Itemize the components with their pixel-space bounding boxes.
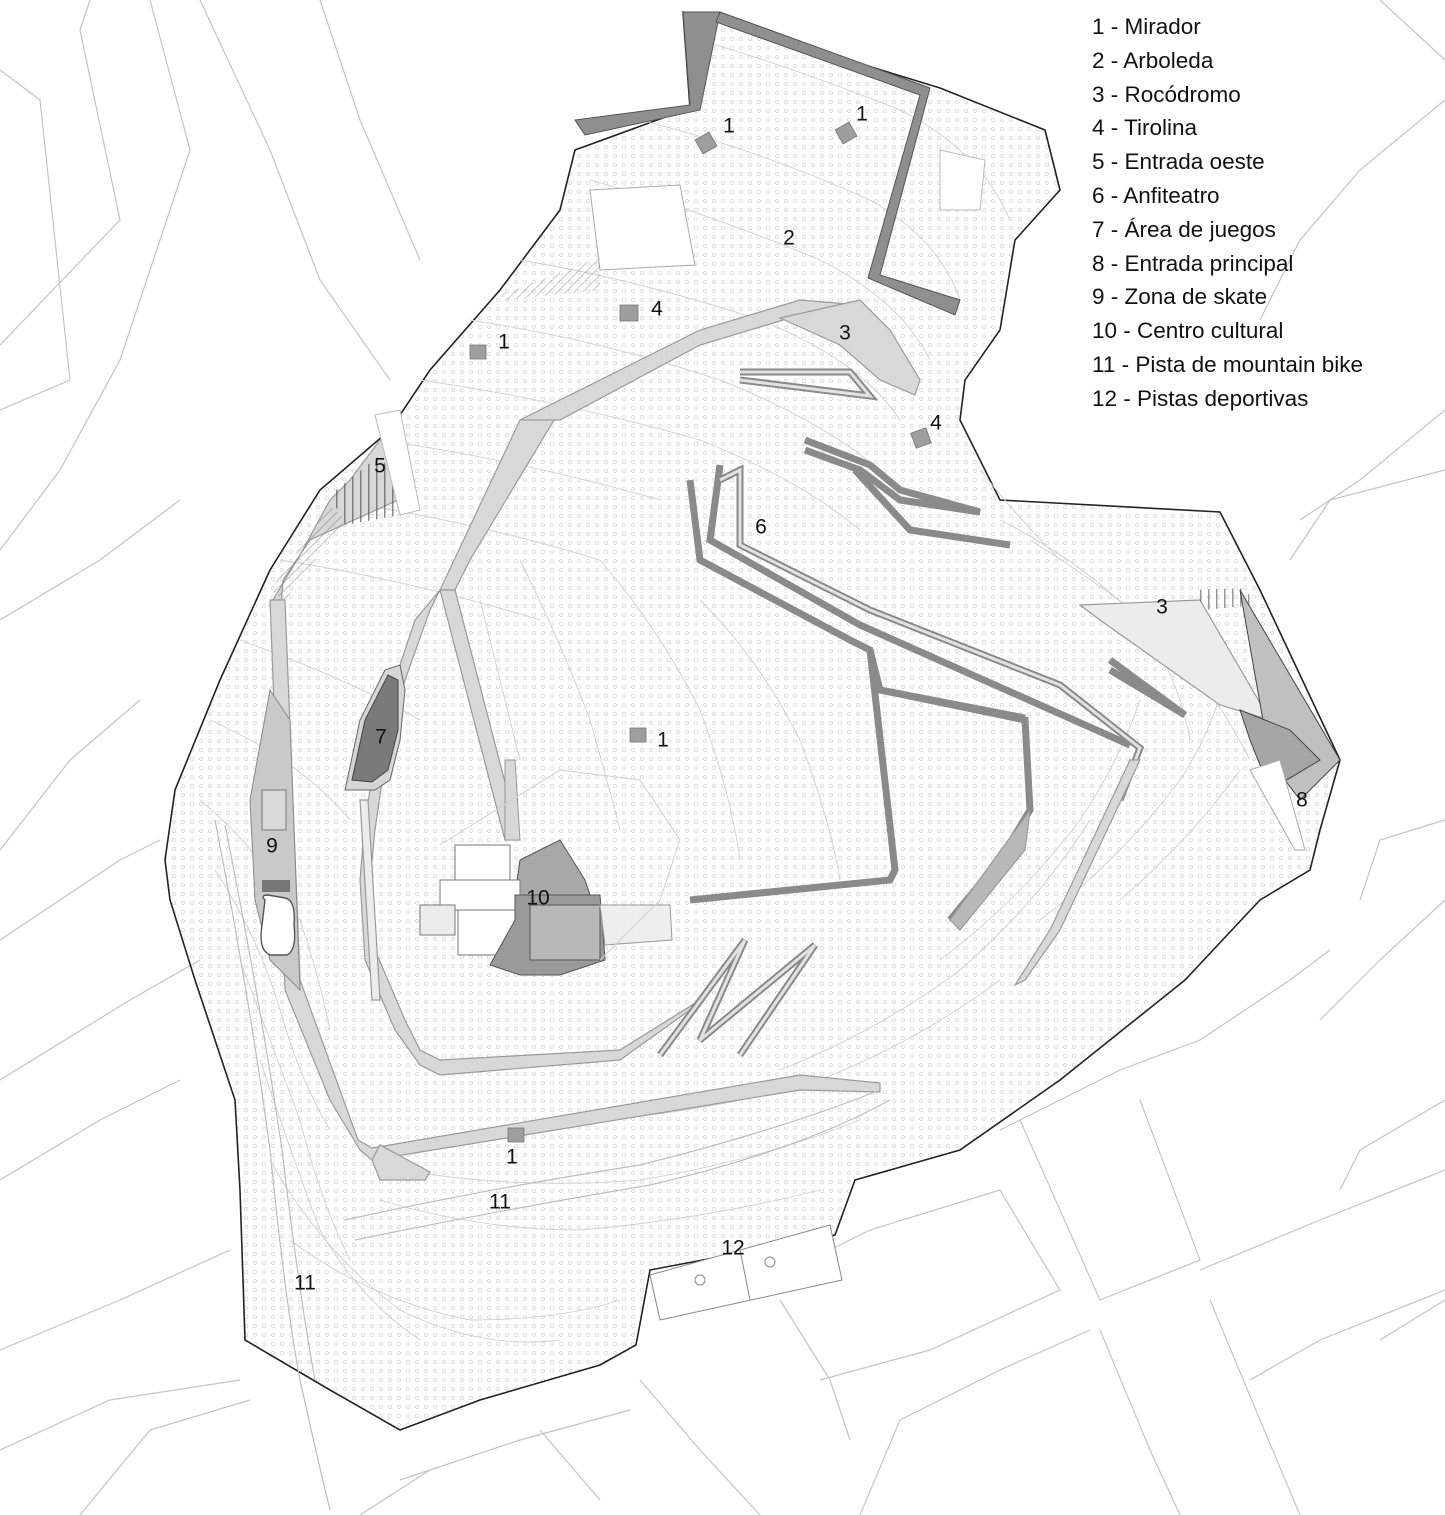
map-legend: 1 - Mirador 2 - Arboleda 3 - Rocódromo 4… [1092,10,1363,416]
play-area [344,664,406,791]
legend-item: 5 - Entrada oeste [1092,149,1265,175]
label-mirador-south: 1 [506,1145,518,1169]
legend-item: 4 - Tirolina [1092,115,1198,141]
mountain-bike-trails [214,819,891,1511]
label-zona-skate: 9 [266,834,278,858]
legend-item: 9 - Zona de skate [1092,284,1268,310]
label-arboleda: 2 [783,226,795,250]
legend-item: 7 - Área de juegos [1092,216,1276,242]
label-tirolina-east: 4 [930,411,942,435]
label-mirador-center: 1 [657,728,669,752]
label-mirador-north-west: 1 [723,114,735,138]
west-entrance [270,409,421,600]
main-entrance [1195,588,1341,851]
label-rocodromo-north: 3 [839,321,851,345]
label-mirador-west: 1 [498,330,510,354]
label-mountain-bike-south: 11 [489,1190,511,1214]
legend-item: 1 - Mirador [1092,14,1201,39]
label-mirador-north-east: 1 [856,102,868,126]
label-pistas-deportivas: 12 [721,1236,745,1260]
legend-item: 3 - Rocódromo [1092,81,1241,107]
east-path [949,599,1272,987]
label-area-juegos: 7 [375,725,387,749]
sports-courts [649,1224,843,1321]
label-entrada-oeste: 5 [374,454,386,478]
skate-zone [249,688,301,992]
legend-item: 10 - Centro cultural [1092,318,1284,344]
label-tirolina-north: 4 [651,297,663,321]
legend-item: 2 - Arboleda [1092,47,1214,73]
mirador-markers [469,121,932,1143]
north-terrace [500,11,986,316]
label-mountain-bike-west: 11 [294,1271,316,1295]
legend-item: 6 - Anfiteatro [1092,182,1220,208]
park-boundary [164,11,1341,1431]
cultural-center [419,759,681,976]
label-centro-cultural: 10 [526,886,550,910]
legend-item: 12 - Pistas deportivas [1092,385,1309,411]
legend-item: 11 - Pista de mountain bike [1092,351,1363,377]
label-anfiteatro: 6 [755,515,767,539]
ramp-fills [658,370,1142,1056]
legend-item: 8 - Entrada principal [1092,250,1294,276]
label-rocodromo-east: 3 [1156,595,1168,619]
main-paths [268,299,921,1181]
label-entrada-principal: 8 [1296,788,1308,812]
